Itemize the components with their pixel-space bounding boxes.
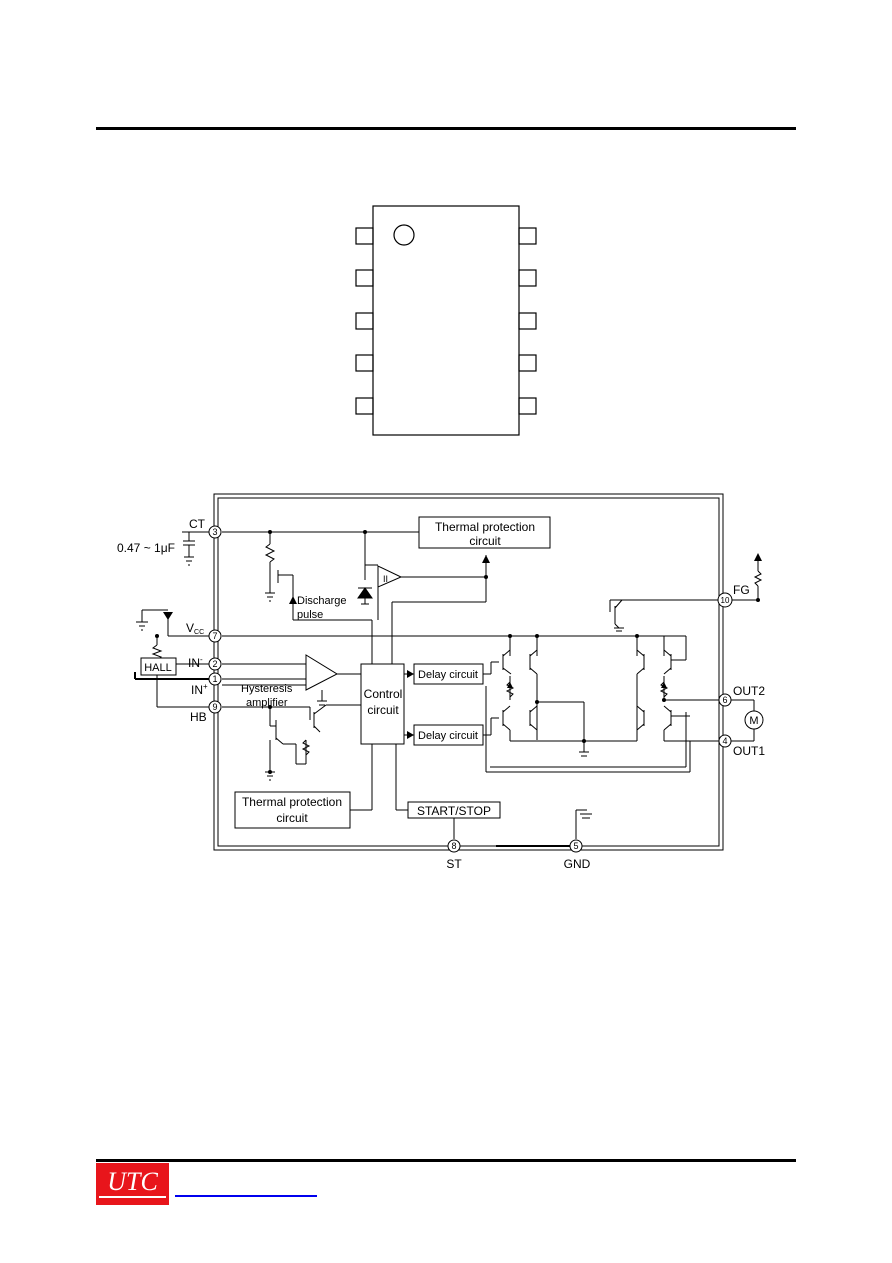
pin-number-in-minus: 2 bbox=[212, 659, 217, 669]
pin-number-vcc: 7 bbox=[212, 631, 217, 641]
in-minus-label: IN- bbox=[188, 655, 203, 670]
in-plus-label: IN+ bbox=[191, 682, 208, 697]
utc-logo-text: UTC bbox=[107, 1167, 158, 1196]
thermal-top-line1: Thermal protection bbox=[435, 520, 535, 534]
block-diagram: II 3 10 7 2 1 9 6 4 8 5 bbox=[117, 493, 765, 871]
motor-symbol bbox=[744, 710, 764, 730]
pin-number-out1: 4 bbox=[722, 736, 727, 746]
comparator-symbol bbox=[377, 565, 403, 588]
pin-number-gnd: 5 bbox=[573, 841, 578, 851]
discharge-label-line2: pulse bbox=[297, 609, 323, 621]
pin-number-out2: 6 bbox=[722, 695, 727, 705]
pin-circles bbox=[208, 525, 733, 853]
ic-inner-border bbox=[217, 497, 720, 847]
ct-label: CT bbox=[189, 517, 206, 531]
discharge-label-line1: Discharge bbox=[297, 595, 347, 607]
thermal-protection-top-box bbox=[418, 516, 551, 549]
signal-arrows bbox=[163, 553, 762, 739]
hb-label: HB bbox=[190, 710, 207, 724]
delay-top-label: Delay circuit bbox=[418, 669, 478, 681]
pin-number-hb: 9 bbox=[212, 702, 217, 712]
left-pins bbox=[355, 227, 374, 415]
hysteresis-amplifier-symbol bbox=[305, 654, 339, 691]
out1-label: OUT1 bbox=[733, 744, 765, 758]
header-rule bbox=[96, 127, 796, 130]
gnd-label: GND bbox=[564, 857, 591, 871]
pin-number-st: 8 bbox=[451, 841, 456, 851]
fg-label: FG bbox=[733, 583, 750, 597]
website-link[interactable] bbox=[175, 1195, 317, 1197]
st-label: ST bbox=[446, 857, 462, 871]
pin-number-fg: 10 bbox=[721, 596, 730, 605]
utc-logo-underline bbox=[99, 1196, 166, 1198]
hysteresis-label-line2: amplifier bbox=[246, 697, 288, 709]
start-stop-label: START/STOP bbox=[417, 804, 491, 818]
right-pins bbox=[518, 227, 537, 415]
hysteresis-label-line1: Hysteresis bbox=[241, 683, 293, 695]
package-pinout bbox=[355, 205, 537, 436]
pin-number-ct: 3 bbox=[212, 527, 217, 537]
delay-circuit-bottom-box bbox=[413, 724, 484, 746]
vcc-label: VCC bbox=[186, 621, 204, 636]
thermal-bottom-line1: Thermal protection bbox=[242, 795, 342, 809]
control-circuit-box bbox=[360, 663, 405, 745]
footer-rule bbox=[96, 1159, 796, 1162]
hall-sensor-box bbox=[140, 657, 177, 676]
capacitor-value-label: 0.47 ~ 1μF bbox=[117, 541, 175, 555]
thermal-top-line2: circuit bbox=[469, 534, 501, 548]
hall-label: HALL bbox=[144, 662, 172, 674]
wiring bbox=[134, 531, 763, 847]
control-label-line2: circuit bbox=[367, 703, 399, 717]
junction-dots bbox=[155, 530, 760, 774]
out2-label: OUT2 bbox=[733, 684, 765, 698]
control-label-line1: Control bbox=[364, 687, 403, 701]
utc-logo: UTC bbox=[96, 1163, 169, 1205]
thermal-protection-bottom-box bbox=[234, 791, 351, 829]
ic-outer-border bbox=[213, 493, 724, 851]
pin-number-in-plus: 1 bbox=[212, 674, 217, 684]
svg-text:II: II bbox=[383, 574, 388, 584]
pin1-marker bbox=[393, 224, 415, 246]
motor-label: M bbox=[749, 715, 758, 727]
delay-bottom-label: Delay circuit bbox=[418, 730, 478, 742]
start-stop-box bbox=[407, 801, 501, 819]
delay-circuit-top-box bbox=[413, 663, 484, 685]
thermal-bottom-line2: circuit bbox=[276, 811, 308, 825]
